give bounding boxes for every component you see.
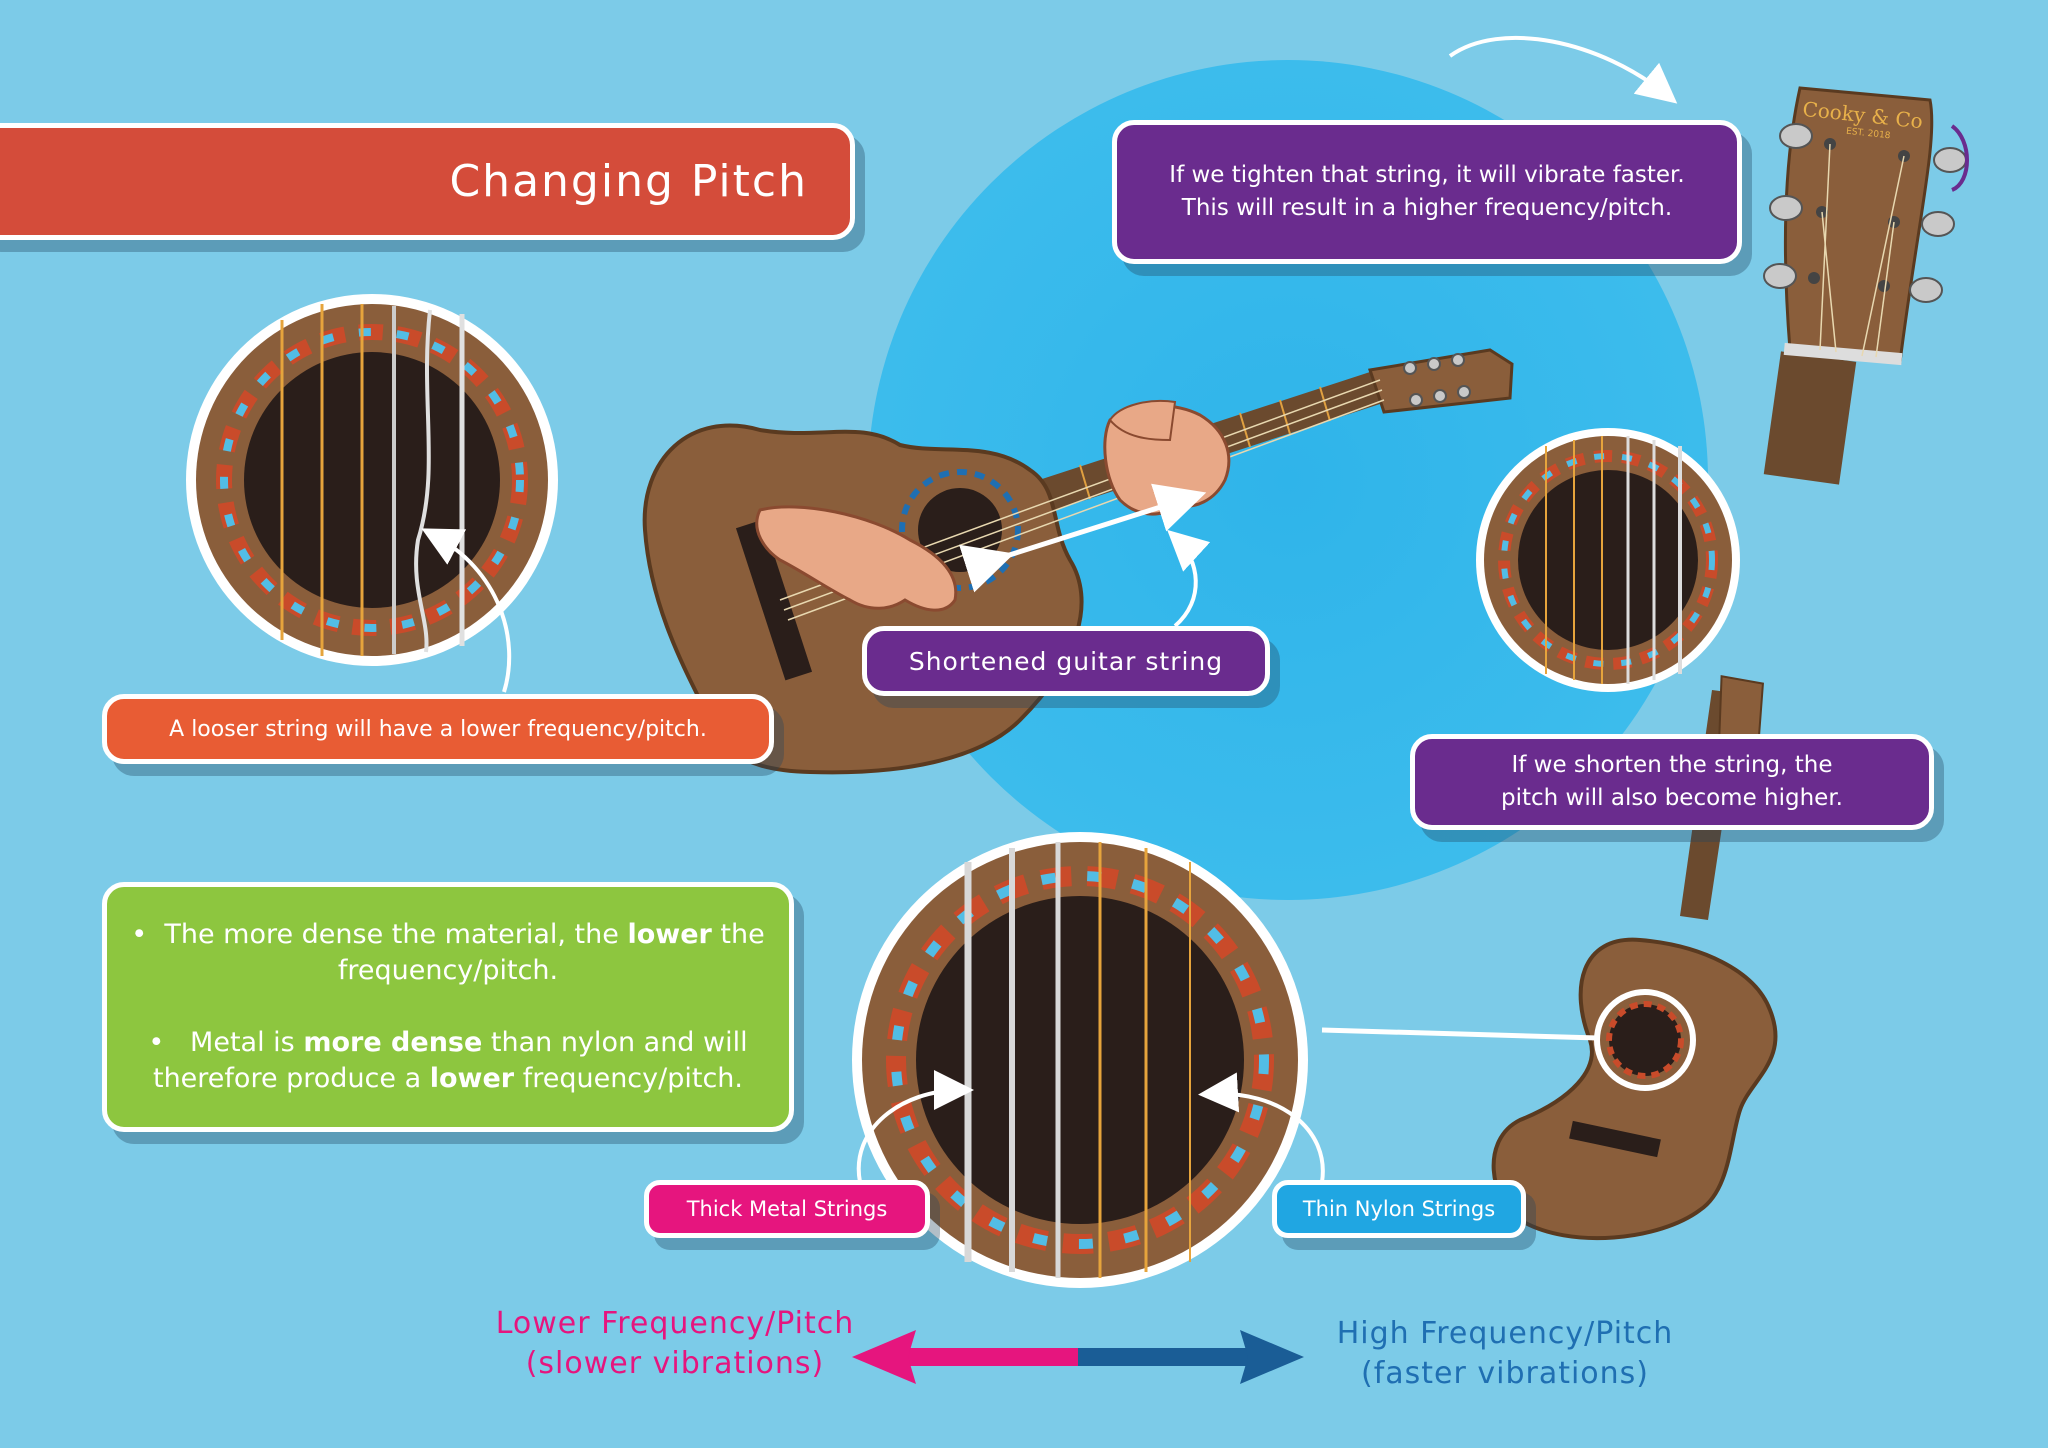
bullet-dot: • [131, 919, 165, 950]
bullet1-suffix: the [720, 919, 765, 950]
higher-frequency-label: High Frequency/Pitch (faster vibrations) [1300, 1314, 1710, 1394]
string-material-soundhole [852, 832, 1325, 1288]
density-bullet-1: • The more dense the material, the lower… [131, 917, 764, 953]
right-arrowhead [1240, 1330, 1304, 1384]
shorten-callout-line1: If we shorten the string, the [1511, 752, 1833, 778]
bullet2-line2: therefore produce a lower frequency/pitc… [153, 1061, 743, 1097]
bullet1-line2: frequency/pitch. [337, 955, 559, 986]
thin-nylon-strings-label: Thin Nylon Strings [1272, 1180, 1526, 1238]
left-arrowhead [852, 1330, 916, 1384]
bullet2-bold: more dense [303, 1027, 483, 1058]
frequency-axis-arrow [852, 1330, 1304, 1384]
tuning-headstock: Cooky & Co EST. 2018 [1448, 36, 1969, 485]
higher-frequency-line2: (faster vibrations) [1360, 1356, 1650, 1391]
shortened-string-callout: Shortened guitar string [862, 626, 1270, 696]
shorten-callout-line2: pitch will also become higher. [1501, 785, 1843, 811]
headstock-est: EST. 2018 [1846, 127, 1892, 142]
bullet2-line2-bold: lower [429, 1063, 515, 1094]
bullet1-prefix: The more dense the material, the [164, 919, 619, 950]
shorten-string-callout: If we shorten the string, the pitch will… [1410, 734, 1934, 830]
bullet2-line2-suffix: frequency/pitch. [522, 1063, 743, 1094]
bullet2-suffix: than nylon and will [490, 1027, 748, 1058]
page-title: Changing Pitch [0, 123, 855, 240]
density-info-box: • The more dense the material, the lower… [102, 882, 794, 1132]
bullet2-line2-prefix: therefore produce a [152, 1063, 422, 1094]
tighten-string-callout: If we tighten that string, it will vibra… [1112, 120, 1742, 264]
tighten-callout-line2: This will result in a higher frequency/p… [1181, 195, 1673, 221]
tightening-arrow [1950, 124, 1969, 192]
loose-string-soundhole [186, 294, 558, 693]
lower-frequency-line2: (slower vibrations) [525, 1346, 825, 1381]
higher-frequency-line1: High Frequency/Pitch [1336, 1316, 1674, 1351]
density-bullet-2: • Metal is more dense than nylon and wil… [148, 1025, 747, 1061]
looser-string-callout: A looser string will have a lower freque… [102, 694, 774, 764]
lower-frequency-label: Lower Frequency/Pitch (slower vibrations… [470, 1304, 880, 1384]
shortened-string-soundhole [1476, 428, 1740, 692]
bullet-dot: • [148, 1027, 191, 1058]
fretting-thumb [1108, 399, 1177, 442]
bullet1-bold: lower [627, 919, 712, 950]
center-guitar-bridge [735, 519, 813, 681]
bullet2-prefix: Metal is [190, 1027, 295, 1058]
strumming-hand [755, 505, 958, 612]
lower-frequency-line1: Lower Frequency/Pitch [495, 1306, 855, 1341]
thick-metal-strings-label: Thick Metal Strings [644, 1180, 930, 1238]
tighten-callout-line1: If we tighten that string, it will vibra… [1169, 162, 1685, 188]
shortened-string-arrow [959, 483, 1207, 593]
